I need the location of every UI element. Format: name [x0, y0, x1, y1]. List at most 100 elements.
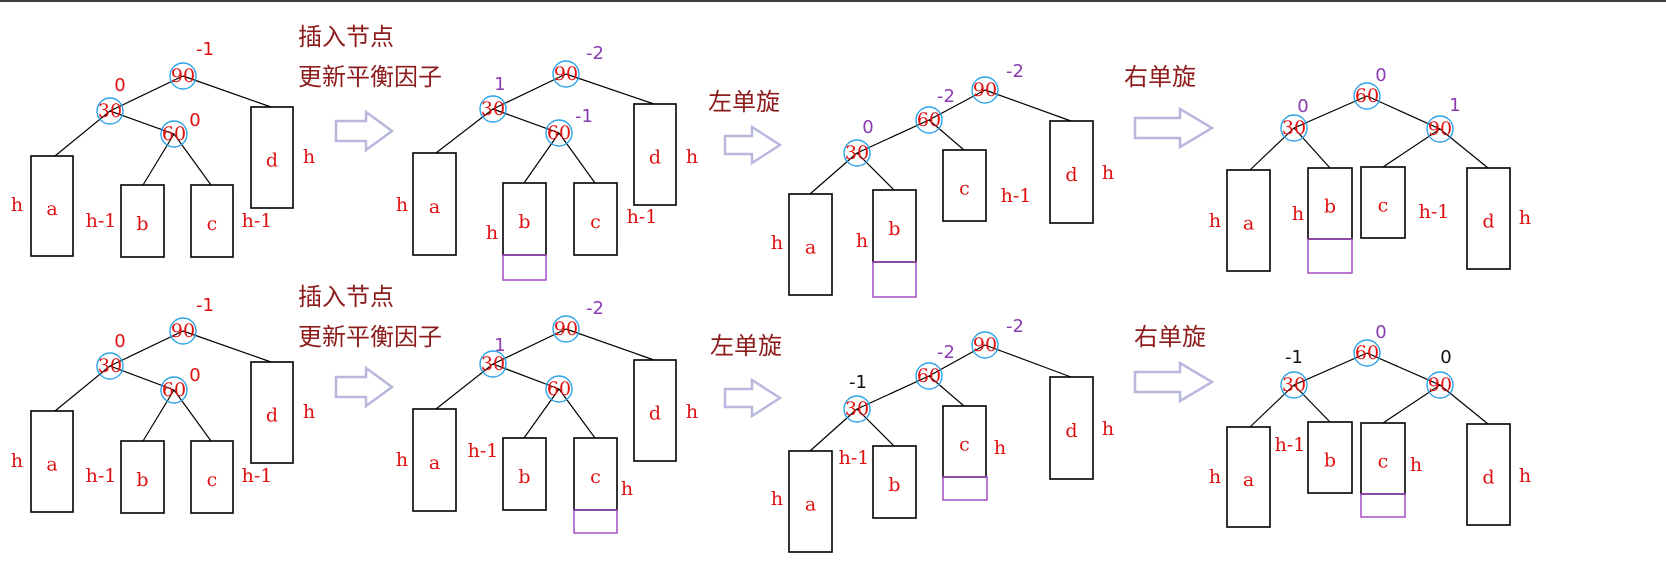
node-90-label: 90: [554, 318, 578, 340]
tree-edge: [1249, 384, 1295, 428]
tree-edge: [1439, 384, 1489, 425]
node-60-balance-factor: 0: [189, 110, 200, 131]
node-60-circle: [1353, 339, 1381, 367]
node-90-label: 90: [171, 320, 195, 342]
node-90-label: 90: [1428, 374, 1452, 396]
tree-edge: [809, 152, 858, 195]
subtree-b-label: b: [136, 213, 148, 235]
subtree-c-label: c: [1378, 451, 1389, 473]
tree-edge: [435, 108, 494, 154]
tree-edge: [558, 132, 596, 184]
subtree-b-label: b: [888, 218, 900, 240]
subtree-c-height: h: [994, 437, 1006, 459]
step-label-update-factors: 更新平衡因子: [298, 63, 442, 91]
node-90-circle: [552, 315, 580, 343]
inserted-node-box: [872, 261, 917, 298]
subtree-a-box: [30, 155, 74, 257]
tree-edge: [928, 89, 986, 121]
subtree-b-box: [872, 445, 917, 519]
node-90-balance-factor: 0: [1440, 347, 1451, 368]
node-90-label: 90: [554, 63, 578, 85]
subtree-d-height: h: [1519, 207, 1531, 229]
step-label-insert-node: 插入节点: [298, 23, 394, 51]
subtree-b-label: b: [888, 474, 900, 496]
step-label-right-rotate: 右单旋: [1124, 63, 1196, 91]
tree-edge: [173, 389, 212, 442]
step-arrow-icon: [1133, 106, 1215, 150]
tree-edge: [565, 328, 655, 361]
subtree-c-height: h-1: [1001, 185, 1032, 207]
subtree-c-box: [573, 182, 618, 256]
subtree-d-box: [1466, 423, 1511, 526]
tree-edge: [565, 73, 655, 105]
node-90-balance-factor: -2: [1006, 316, 1024, 337]
subtree-b-height: h: [486, 222, 498, 244]
subtree-d-label: d: [649, 403, 661, 425]
tree-edge: [1293, 384, 1331, 423]
subtree-a-label: a: [429, 196, 440, 218]
step-arrow-icon: [723, 124, 783, 166]
tree-edge: [809, 408, 858, 452]
subtree-b-label: b: [518, 466, 530, 488]
node-30-balance-factor: -1: [1285, 347, 1303, 368]
node-30-circle: [479, 95, 507, 123]
subtree-a-label: a: [805, 494, 816, 516]
subtree-c-box: [190, 440, 234, 514]
node-30-balance-factor: -1: [849, 372, 867, 393]
node-30-circle: [843, 395, 871, 423]
subtree-a-label: a: [1243, 213, 1254, 235]
subtree-d-height: h: [1102, 162, 1114, 184]
node-90-label: 90: [1428, 118, 1452, 140]
subtree-b-label: b: [518, 211, 530, 233]
node-30-label: 30: [481, 353, 505, 375]
subtree-a-height: h: [11, 450, 23, 472]
node-60-label: 60: [1355, 342, 1379, 364]
tree-edge: [173, 133, 212, 186]
subtree-a-height: h: [396, 194, 408, 216]
subtree-b-box: [120, 184, 165, 258]
tree-edge: [928, 119, 965, 151]
tree-edge: [523, 388, 560, 439]
node-90-circle: [1426, 115, 1454, 143]
node-30-label: 30: [98, 355, 122, 377]
subtree-b-box: [1307, 421, 1353, 494]
node-60-circle: [160, 376, 188, 404]
subtree-d-box: [250, 361, 294, 464]
subtree-b-height: h-1: [1275, 434, 1306, 456]
subtree-d-height: h: [303, 146, 315, 168]
subtree-d-label: d: [649, 147, 661, 169]
node-30-balance-factor: 1: [494, 335, 505, 356]
tree-edge: [54, 110, 111, 157]
inserted-node-box: [942, 476, 988, 501]
step-label-left-rotate: 左单旋: [710, 332, 782, 360]
node-60-label: 60: [547, 122, 571, 144]
subtree-a-box: [788, 193, 833, 296]
node-30-balance-factor: 0: [1297, 96, 1308, 117]
node-30-balance-factor: 0: [114, 331, 125, 352]
node-30-circle: [479, 350, 507, 378]
subtree-b-box: [120, 440, 165, 514]
node-90-balance-factor: -1: [196, 295, 214, 316]
tree-edge: [492, 108, 560, 134]
subtree-c-height: h-1: [242, 465, 273, 487]
node-90-balance-factor: -2: [1006, 61, 1024, 82]
tree-edge: [492, 363, 560, 390]
node-30-circle: [1280, 371, 1308, 399]
node-60-circle: [545, 375, 573, 403]
node-90-circle: [169, 62, 197, 90]
tree-edge: [109, 365, 175, 391]
inserted-node-box: [1307, 238, 1353, 274]
subtree-a-label: a: [429, 452, 440, 474]
node-90-balance-factor: -1: [196, 39, 214, 60]
tree-edge: [1382, 128, 1441, 168]
subtree-d-height: h: [1519, 465, 1531, 487]
subtree-a-box: [30, 410, 74, 513]
node-60-label: 60: [547, 378, 571, 400]
subtree-d-label: d: [1065, 420, 1077, 442]
node-30-label: 30: [481, 98, 505, 120]
node-30-balance-factor: 1: [494, 74, 505, 95]
